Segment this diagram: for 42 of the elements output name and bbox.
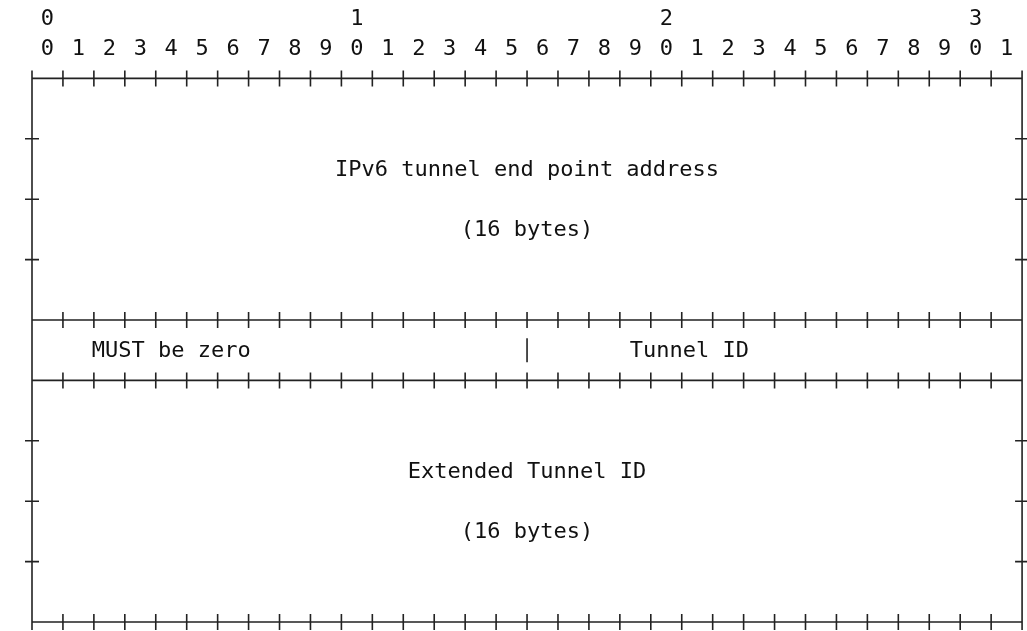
field-name: Tunnel ID xyxy=(629,338,750,363)
field-size: (16 bytes) xyxy=(460,519,594,544)
bit-number: 5 xyxy=(814,36,828,61)
bit-number: 4 xyxy=(164,36,178,61)
bit-number: 0 xyxy=(969,36,983,61)
bit-number: 6 xyxy=(845,36,859,61)
bit-decade-number: 1 xyxy=(350,6,364,30)
bit-number: 1 xyxy=(381,36,395,61)
bit-number: 4 xyxy=(474,36,488,61)
bit-number: 9 xyxy=(628,36,642,61)
bit-number: 8 xyxy=(907,36,921,61)
bit-number: 7 xyxy=(257,36,271,61)
bit-number: 0 xyxy=(659,36,673,61)
bit-number: 3 xyxy=(133,36,147,61)
field-name: Extended Tunnel ID xyxy=(407,459,647,483)
bit-number: 7 xyxy=(876,36,890,61)
bit-number: 0 xyxy=(40,36,55,61)
bit-decade-number: 2 xyxy=(659,6,673,30)
bit-number: 0 xyxy=(350,36,364,61)
bit-number: 5 xyxy=(195,36,209,61)
field-size: (16 bytes) xyxy=(460,217,594,242)
bit-decade-number: 3 xyxy=(969,6,983,30)
bit-number: 6 xyxy=(226,36,240,61)
bit-number: 7 xyxy=(566,36,581,61)
bit-number: 8 xyxy=(597,36,611,61)
bit-number: 4 xyxy=(783,36,797,61)
field-name: IPv6 tunnel end point address xyxy=(335,157,720,181)
bit-number: 5 xyxy=(504,36,519,61)
bit-number: 8 xyxy=(288,36,302,61)
field-name: MUST be zero xyxy=(91,338,251,363)
bit-number: 6 xyxy=(535,36,550,61)
bit-number: 1 xyxy=(71,36,86,61)
bit-number: 2 xyxy=(102,36,116,61)
bit-number: 2 xyxy=(721,36,735,61)
bit-number: 9 xyxy=(319,36,333,61)
bit-number: 1 xyxy=(690,36,704,61)
bit-decade-number: 0 xyxy=(40,6,55,30)
bit-number: 2 xyxy=(412,36,426,61)
bit-number: 9 xyxy=(938,36,952,61)
bit-number: 3 xyxy=(443,36,457,61)
bit-number: 1 xyxy=(1000,36,1014,61)
bit-number: 3 xyxy=(752,36,766,61)
